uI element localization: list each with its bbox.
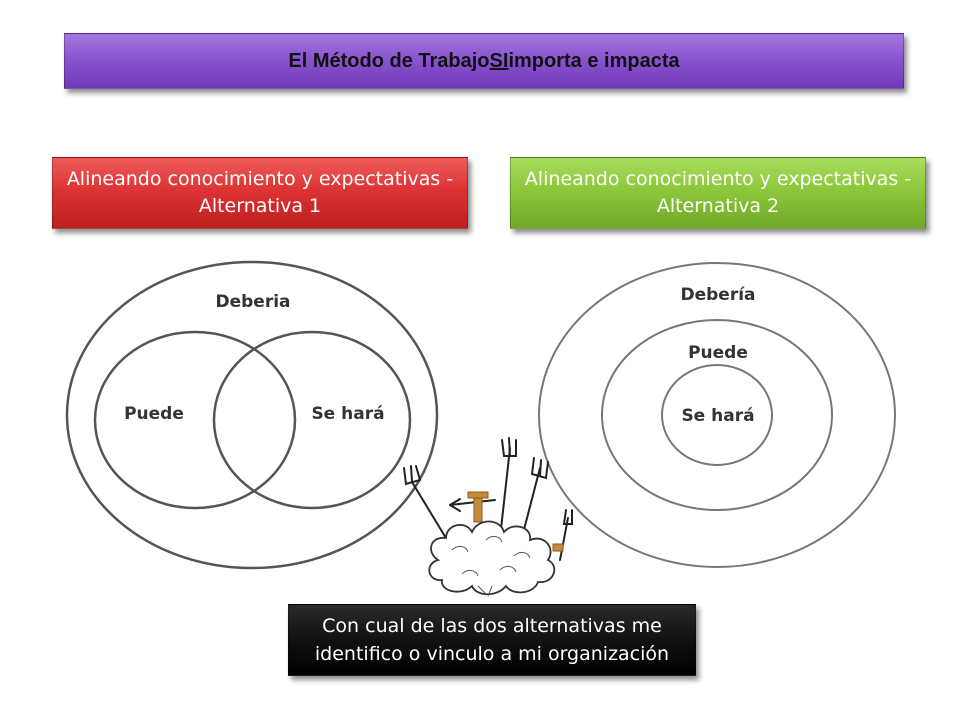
diagram-2 xyxy=(538,262,896,568)
alternative-1-box: Alineando conocimiento y expectativas - … xyxy=(52,157,468,229)
alternative-2-label: Alineando conocimiento y expectativas - … xyxy=(524,168,912,217)
diagram-1-right-label: Se hará xyxy=(311,404,384,424)
diagram-1-left-circle xyxy=(93,330,297,510)
fighting-cloud-with-pitchforks-icon xyxy=(403,437,573,597)
diagram-2-outer-ellipse xyxy=(538,262,896,568)
diagram-1 xyxy=(65,260,439,570)
diagram-2-inner-label: Se hará xyxy=(681,406,754,426)
diagram-2-outer-label: Debería xyxy=(680,285,755,305)
diagram-1-left-label: Puede xyxy=(124,404,184,424)
title-text-before: El Método de Trabajo xyxy=(288,49,490,72)
diagram-2-middle-label: Puede xyxy=(688,343,748,363)
diagram-1-outer-ellipse xyxy=(65,260,439,570)
diagram-2-inner-ellipse xyxy=(661,364,773,466)
diagram-2-middle-ellipse xyxy=(601,319,833,511)
alternative-1-label: Alineando conocimiento y expectativas - … xyxy=(66,168,454,217)
diagram-1-outer-label: Deberia xyxy=(215,292,290,312)
diagram-1-right-circle xyxy=(212,330,412,510)
question-box: Con cual de las dos alternativas me iden… xyxy=(288,604,696,676)
title-text-after: importa e impacta xyxy=(508,49,680,72)
title-emphasis: SI xyxy=(489,49,509,72)
alternative-2-box: Alineando conocimiento y expectativas - … xyxy=(510,157,926,229)
question-label: Con cual de las dos alternativas me iden… xyxy=(314,615,670,665)
slide-title: El Método de Trabajo SI importa e impact… xyxy=(64,33,904,89)
